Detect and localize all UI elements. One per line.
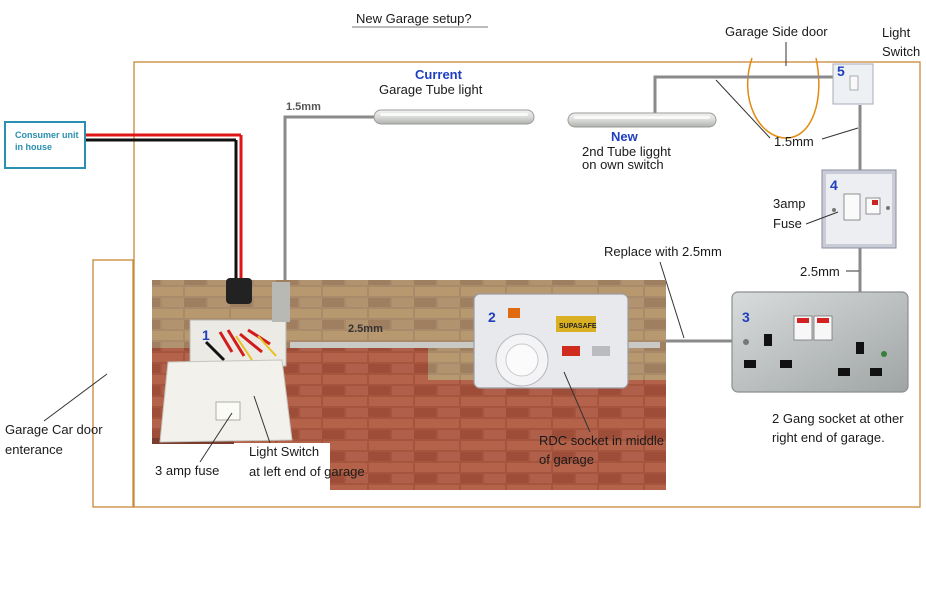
diagram-title: New Garage setup? [356, 11, 472, 26]
car-door-label-2: enterance [5, 442, 63, 457]
fuse-4-pointer [805, 211, 839, 225]
fuse-4-label-1: 3amp [773, 196, 806, 211]
rcd-socket-2 [473, 293, 629, 389]
box3-label-1: 2 Gang socket at other [772, 411, 904, 426]
light-switch-top-label-2: Switch [882, 44, 920, 59]
fuse-4-label-2: Fuse [773, 216, 802, 231]
box1-switch-label-2: at left end of garage [249, 464, 365, 479]
box2-label-1: RDC socket in middle [539, 433, 664, 448]
box1-switch-label-1: Light Switch [249, 444, 319, 459]
current-light-label: Garage Tube light [379, 82, 483, 97]
side-door-arc [746, 57, 820, 139]
cable-label-1: 1.5mm [286, 101, 321, 113]
rcd-brand: SUPASAFE [559, 323, 597, 330]
box1-fuse-label: 3 amp fuse [155, 463, 219, 478]
cable-label-2-pointer-b [821, 127, 859, 140]
car-door-outline [92, 259, 134, 508]
new-tube-light [567, 112, 717, 128]
garage-outline [133, 61, 921, 508]
fuse-spur-4 [821, 169, 897, 249]
consumer-unit-box [4, 121, 86, 169]
cable-new-tube-feed [653, 75, 833, 118]
consumer-unit-label-2: in house [15, 142, 52, 152]
box2-label-2: of garage [539, 452, 594, 467]
new-light-heading: New [611, 129, 639, 144]
light-switch-5 [832, 63, 874, 105]
number-4: 4 [830, 177, 838, 193]
box1-fuse-pointer [199, 412, 233, 463]
box3-label-2: right end of garage. [772, 430, 885, 445]
car-door-pointer [43, 373, 108, 422]
car-door-label-1: Garage Car door [5, 422, 103, 437]
box1-switch-pointer [253, 395, 271, 444]
cable-label-2: 1.5mm [774, 134, 814, 149]
side-door-label: Garage Side door [725, 24, 828, 39]
cable-switch-to-tube [283, 115, 375, 282]
number-2: 2 [488, 309, 496, 325]
double-socket-3 [731, 291, 909, 393]
consumer-unit-label-1: Consumer unit [15, 130, 79, 140]
number-1: 1 [202, 327, 210, 343]
new-light-label-2: on own switch [582, 157, 664, 172]
current-light-heading: Current [415, 67, 463, 82]
cable-label-2-pointer-a [715, 79, 771, 139]
new-light-label-1: 2nd Tube ligght [582, 144, 671, 159]
number-3: 3 [742, 309, 750, 325]
cable-label-3: 2.5mm [800, 264, 840, 279]
box2-pointer [563, 371, 591, 433]
switch-box-1 [159, 278, 293, 443]
current-tube-light [373, 109, 535, 125]
replace-cable-label: Replace with 2.5mm [604, 244, 722, 259]
cable-label-4: 2.5mm [348, 323, 383, 335]
replace-cable-pointer [659, 261, 685, 339]
number-5: 5 [837, 63, 845, 79]
light-switch-top-label-1: Light [882, 25, 911, 40]
